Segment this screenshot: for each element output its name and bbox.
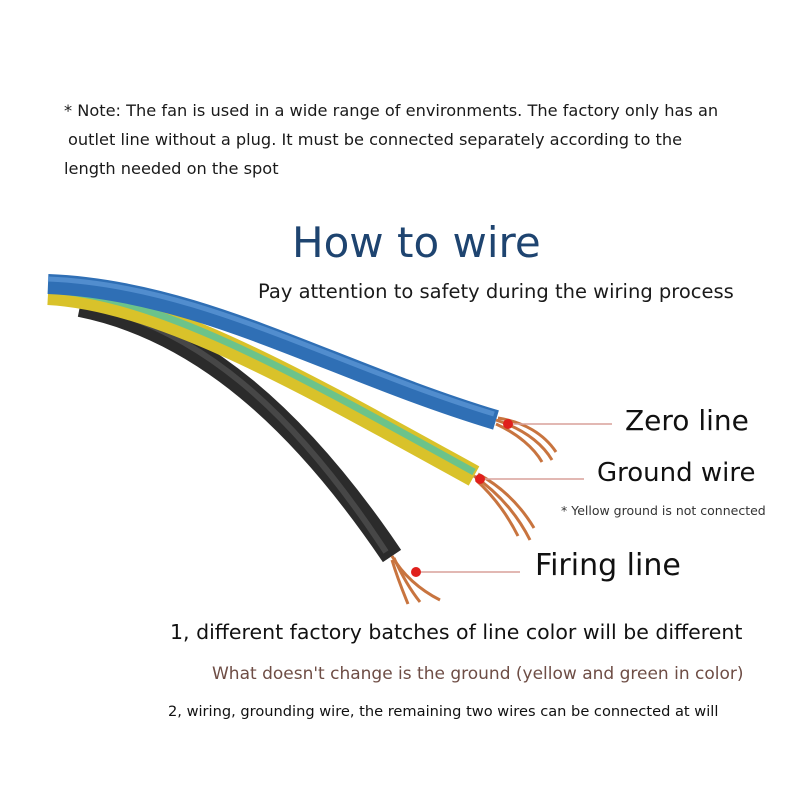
zero-line-copper-end: [495, 416, 558, 463]
zero-line-pointer: [503, 419, 612, 429]
note-text: * Note: The fan is used in a wide range …: [64, 96, 754, 183]
note-line-1: * Note: The fan is used in a wide range …: [64, 101, 719, 120]
rule-2: 2, wiring, grounding wire, the remaining…: [168, 703, 719, 720]
note-line-3: length needed on the spot: [64, 159, 279, 178]
ground-wire-label: Ground wire: [597, 458, 756, 488]
note-line-2: outlet line without a plug. It must be c…: [68, 130, 683, 149]
page-subtitle: Pay attention to safety during the wirin…: [258, 280, 734, 303]
ground-wire-copper-end: [473, 472, 536, 541]
ground-wire-note: * Yellow ground is not connected: [561, 503, 766, 518]
rule-1: 1, different factory batches of line col…: [170, 620, 743, 644]
firing-line-label: Firing line: [535, 548, 681, 583]
zero-line-label: Zero line: [625, 404, 749, 437]
ground-wire-pointer: [475, 474, 584, 484]
rule-1-subtext: What doesn't change is the ground (yello…: [212, 664, 744, 684]
firing-line-pointer: [411, 567, 520, 577]
firing-line-copper-end: [390, 555, 441, 605]
blue-wire: [47, 274, 499, 430]
page-title: How to wire: [292, 218, 541, 267]
